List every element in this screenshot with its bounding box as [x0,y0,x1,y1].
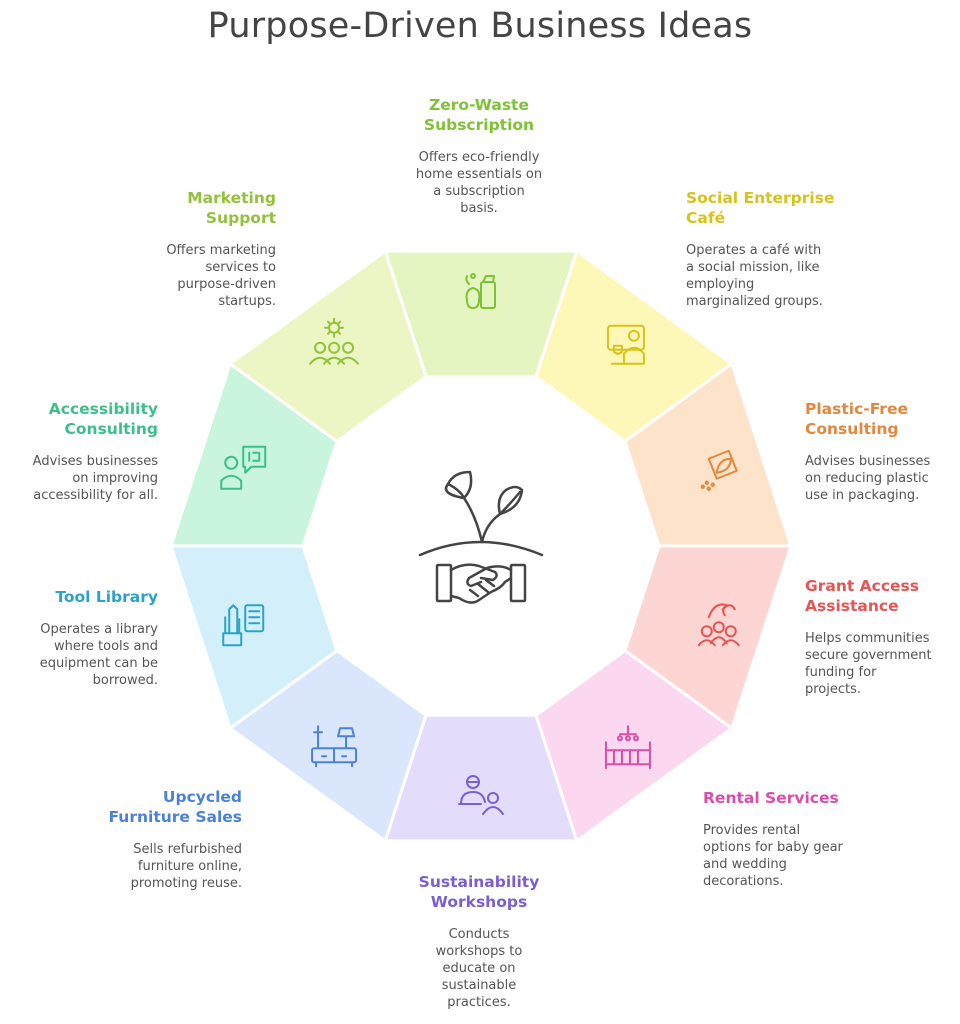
leaf-package-icon [700,449,738,491]
segment-description: Offers eco-friendly home essentials on a… [415,150,543,216]
segment-description: Operates a café with a social mission, l… [686,243,823,309]
segment-description: Conducts workshops to educate on sustain… [435,927,523,1010]
segment-description: Sells refurbished furniture online, prom… [130,842,242,891]
segment-marketing-support [227,248,428,444]
segment-description: Provides rental options for baby gear an… [703,823,843,889]
workshop-teacher-icon [458,775,504,815]
segment-title: Zero-Waste Subscription [423,96,535,134]
segment-title: Grant Access Assistance [805,577,920,615]
segment-description: Offers marketing services to purpose-dri… [166,243,276,309]
cafe-worker-icon [606,324,645,365]
baby-crib-icon [604,725,651,770]
tool-catalog-icon [222,604,265,647]
segment-title: Sustainability Workshops [418,873,540,911]
team-gear-icon [309,317,360,365]
community-funding-icon [697,603,740,647]
segment-title: Upcycled Furniture Sales [108,788,242,826]
segment-title: Marketing Support [187,189,276,227]
handshake-plant-icon [418,470,544,604]
segment-title: Rental Services [703,789,839,807]
segment-title: Social Enterprise Café [686,189,835,227]
segment-title: Accessibility Consulting [48,400,158,438]
segment-description: Advises businesses on reducing plastic u… [805,454,931,503]
segment-title: Tool Library [55,588,158,606]
furniture-lamp-icon [311,725,358,768]
page-title: Purpose-Driven Business Ideas [207,6,753,46]
grocery-bag-icon [465,273,496,309]
segment-description: Operates a library where tools and equip… [39,622,158,688]
segment-description: Helps communities secure government fund… [805,631,932,697]
segment-title: Plastic-Free Consulting [805,400,908,438]
segment-description: Advises businesses on improving accessib… [32,454,158,503]
consultant-chat-icon [220,445,267,490]
